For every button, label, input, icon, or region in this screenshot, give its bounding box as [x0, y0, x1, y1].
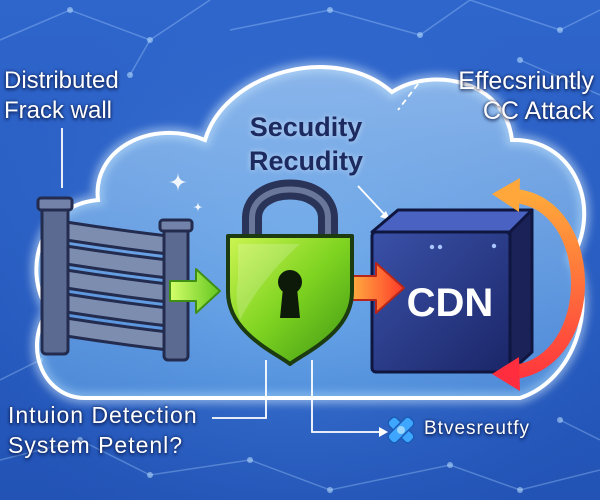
firewall-label-line1: Distributed — [4, 67, 119, 94]
keyhole-icon — [278, 270, 302, 318]
badge-label-text: Btvesreutfy — [424, 418, 531, 439]
padlock-icon — [226, 179, 354, 366]
attack-label-line1: Effecsriuntly — [458, 67, 594, 95]
firewall-icon — [36, 196, 194, 362]
orange-arrow-icon — [349, 262, 405, 314]
connector-lines — [61, 83, 419, 437]
attack-label-line2: CC Attack — [482, 97, 594, 125]
detection-label-line1: Intuion Detection — [8, 402, 198, 428]
firewall-label-line2: Frack wall — [4, 97, 113, 124]
connector-security — [357, 185, 387, 217]
connector-arrowhead — [379, 427, 388, 437]
connector-badge — [311, 360, 380, 433]
green-arrow-icon — [169, 268, 221, 314]
security-heading: Secudity Recudity — [228, 110, 384, 178]
puzzle-icon — [387, 416, 415, 444]
connector-attack — [397, 83, 419, 111]
server-box-icon: CDN — [370, 208, 534, 374]
firewall-label: Distributed Frack wall — [4, 66, 119, 126]
circular-arrow-icon — [492, 178, 585, 391]
detection-label-line2: System Petenl? — [8, 432, 184, 458]
security-heading-line1: Secudity — [249, 112, 363, 142]
sparkle-icon — [168, 172, 203, 212]
attack-label: Effecsriuntly CC Attack — [458, 66, 594, 126]
badge-label: Btvesreutfy — [424, 417, 530, 441]
connector-detection — [212, 360, 267, 419]
security-heading-line2: Recudity — [248, 146, 364, 176]
detection-label: Intuion Detection System Petenl? — [8, 400, 198, 460]
cdn-label: CDN — [407, 281, 494, 325]
